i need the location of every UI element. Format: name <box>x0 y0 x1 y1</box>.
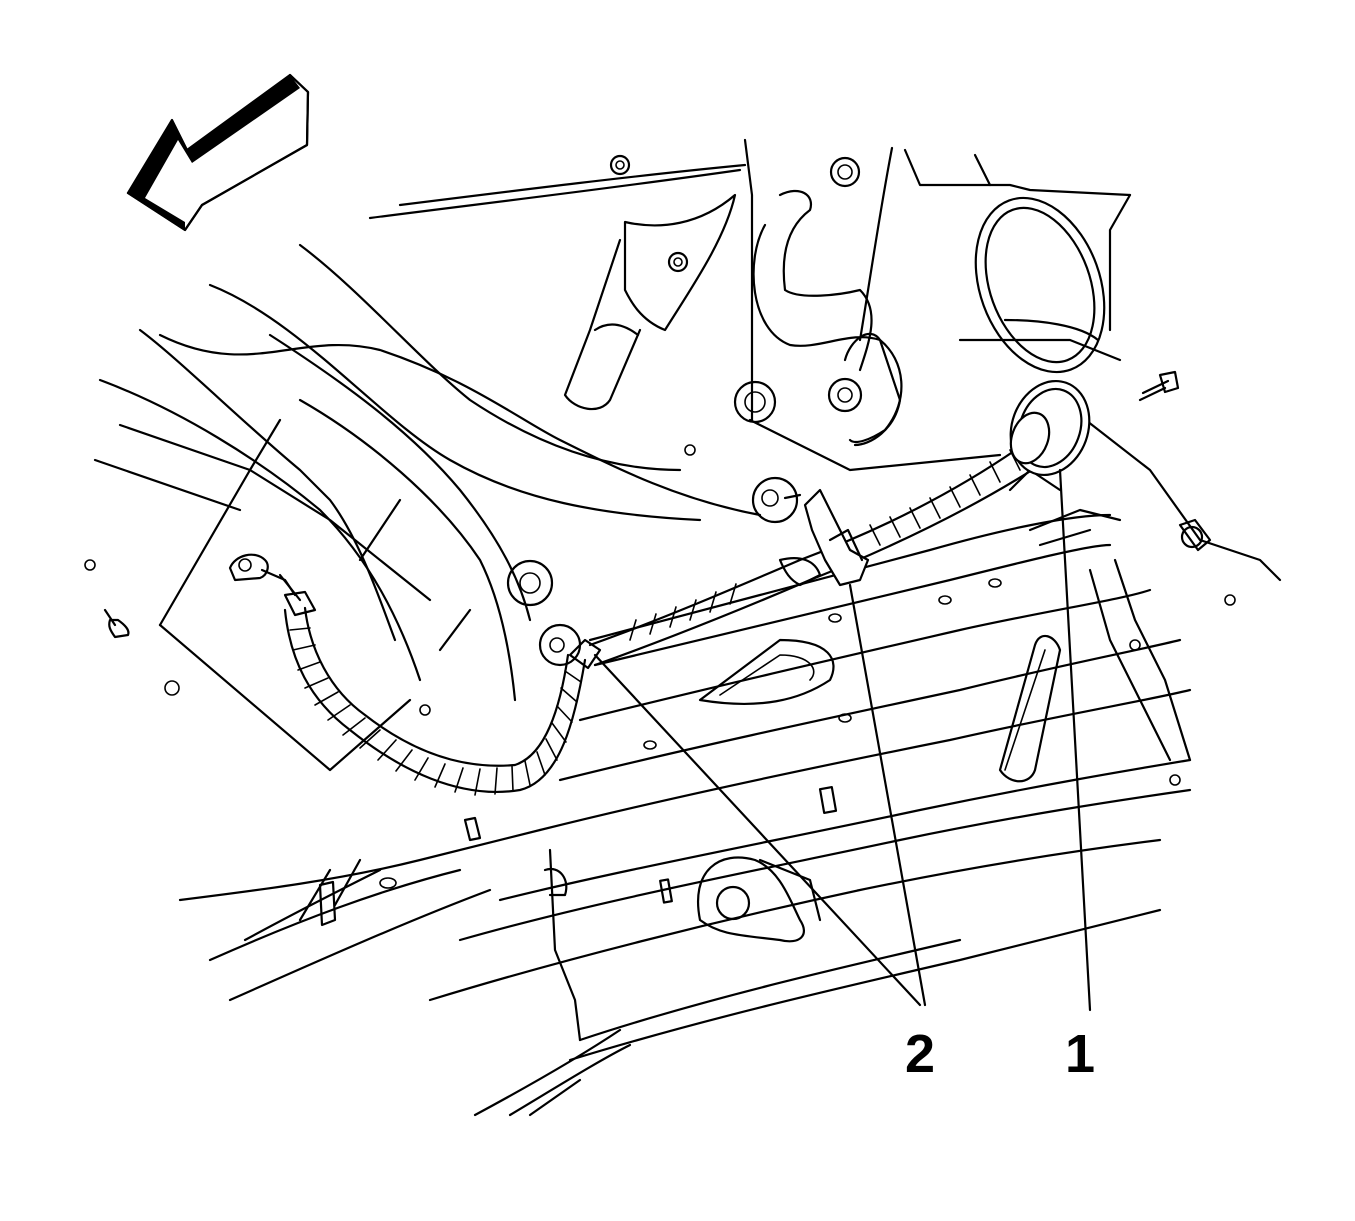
battery-cable <box>228 379 1091 796</box>
floor-structure <box>178 468 1212 1117</box>
callout-leaders <box>593 468 1092 1012</box>
front-direction-arrow-icon <box>126 73 310 232</box>
cable-grommet <box>1009 379 1091 477</box>
upper-brackets <box>563 189 1106 447</box>
fasteners <box>84 154 1236 889</box>
callout-label-1: 1 <box>1065 1024 1095 1084</box>
upper-body-panel <box>158 138 1282 582</box>
callout-label-2: 2 <box>905 1024 935 1084</box>
left-body-structure <box>93 328 532 772</box>
